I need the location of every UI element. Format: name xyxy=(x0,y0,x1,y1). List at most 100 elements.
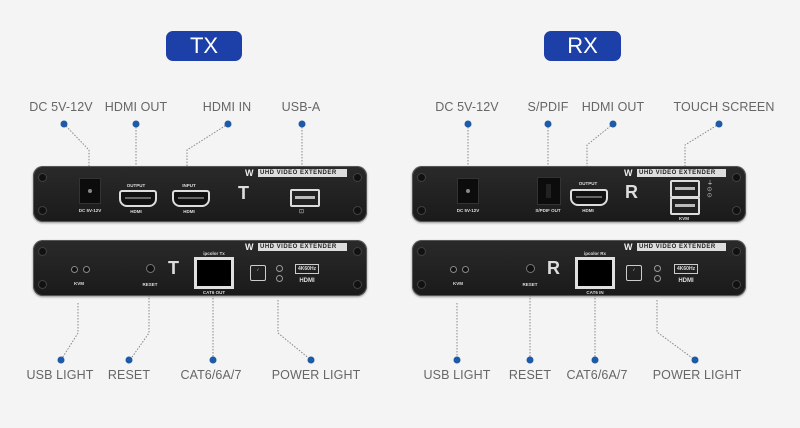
rx-dot-usb-light xyxy=(453,356,461,364)
screw xyxy=(732,173,741,182)
rx-label-dc: DC 5V-12V xyxy=(435,100,499,114)
tx-front-panel: W UHD VIDEO EXTENDER DC 5V-12V OUTPUT HD… xyxy=(33,166,367,222)
rx-label-cat6: CAT6/6A/7 xyxy=(566,368,628,382)
tx-label-cat6: CAT6/6A/7 xyxy=(180,368,242,382)
hdmi-logo-text: HDMI xyxy=(678,278,694,284)
dc-label: DC 5V-12V xyxy=(456,208,480,213)
rx-dot-cat6 xyxy=(591,356,599,364)
usb-led xyxy=(450,266,457,273)
hdmi-in-bottom-label: HDMI xyxy=(183,209,195,214)
kvm-label: KVM xyxy=(74,281,84,286)
power-led xyxy=(276,265,283,272)
screw xyxy=(732,206,741,215)
dc-jack xyxy=(457,178,479,204)
resolution-badge: 4K60Hz xyxy=(674,264,699,274)
brand-logo: W xyxy=(245,242,254,252)
rx-dot-reset xyxy=(526,356,534,364)
screw xyxy=(417,247,426,256)
rj45-port xyxy=(575,257,615,289)
tx-label-usb-a: USB-A xyxy=(281,100,321,114)
tx-dot-usb-a xyxy=(298,120,306,128)
screw xyxy=(353,280,362,289)
hdmi-out-port xyxy=(570,189,608,206)
brand-logo: W xyxy=(624,168,633,178)
brand-strip: UHD VIDEO EXTENDER xyxy=(258,243,347,251)
rx-label-usb-light: USB LIGHT xyxy=(423,368,491,382)
power-icon xyxy=(276,275,283,282)
rx-label-reset: RESET xyxy=(508,368,552,382)
rj45-port xyxy=(194,257,234,289)
dc-jack xyxy=(79,178,101,204)
hdmi-certified-icon: ✓ xyxy=(626,265,642,281)
usb-led xyxy=(83,266,90,273)
kvm-label: KVM xyxy=(453,281,463,286)
usb-icon: ⊡ xyxy=(299,209,305,215)
rj45-bottom-label: CAT6 OUT xyxy=(202,290,226,295)
tx-dot-hdmi-out xyxy=(132,120,140,128)
tx-badge: TX xyxy=(166,31,242,61)
reset-button xyxy=(146,264,155,273)
screw xyxy=(732,280,741,289)
hdmi-certified-icon: ✓ xyxy=(250,265,266,281)
tx-dot-cat6 xyxy=(209,356,217,364)
rx-badge: RX xyxy=(544,31,621,61)
hdmi-out-bottom-label: HDMI xyxy=(130,209,142,214)
hdmi-logo-text: HDMI xyxy=(299,278,315,284)
screw xyxy=(353,247,362,256)
tx-dot-usb-light xyxy=(57,356,65,364)
tx-label-reset: RESET xyxy=(107,368,151,382)
screw xyxy=(38,173,47,182)
rx-letter: R xyxy=(625,182,638,202)
hdmi-in-port xyxy=(172,190,210,207)
usb-a-port xyxy=(290,189,320,207)
tx-letter: T xyxy=(168,258,179,278)
tx-dot-hdmi-in xyxy=(224,120,232,128)
screw xyxy=(732,247,741,256)
screw xyxy=(417,173,426,182)
tx-label-dc: DC 5V-12V xyxy=(29,100,93,114)
screw xyxy=(417,206,426,215)
rj45-top-label: ipcolor Rx xyxy=(583,251,607,256)
rx-rear-panel: W UHD VIDEO EXTENDER KVM RESET R ipcolor… xyxy=(412,240,746,296)
tx-label-hdmi-in: HDMI IN xyxy=(202,100,252,114)
brand-strip: UHD VIDEO EXTENDER xyxy=(258,169,347,177)
usb-port-bottom xyxy=(670,197,700,215)
rx-letter: R xyxy=(547,258,560,278)
tx-letter: T xyxy=(238,183,249,203)
hdmi-out-top-label: OUTPUT xyxy=(126,183,146,188)
resolution-badge: 4K60Hz xyxy=(295,264,320,274)
power-led xyxy=(654,265,661,272)
screw xyxy=(38,247,47,256)
tx-label-power-light: POWER LIGHT xyxy=(271,368,361,382)
rx-dot-dc xyxy=(464,120,472,128)
spdif-label: S/PDIF OUT xyxy=(535,208,561,213)
reset-label: RESET xyxy=(522,282,538,287)
brand-logo: W xyxy=(624,242,633,252)
screw xyxy=(38,280,47,289)
tx-label-usb-light: USB LIGHT xyxy=(26,368,94,382)
rx-label-power-light: POWER LIGHT xyxy=(652,368,742,382)
brand-strip: UHD VIDEO EXTENDER xyxy=(637,243,726,251)
hdmi-out-bottom-label: HDMI xyxy=(582,208,594,213)
brand-strip: UHD VIDEO EXTENDER xyxy=(637,169,726,177)
rj45-bottom-label: CAT6 IN xyxy=(586,290,604,295)
hdmi-out-top-label: OUTPUT xyxy=(578,181,598,186)
tx-label-hdmi-out: HDMI OUT xyxy=(104,100,168,114)
usb-led xyxy=(462,266,469,273)
kvm-label: KVM xyxy=(679,216,689,221)
usb-port-top xyxy=(670,180,700,198)
rx-front-panel: W UHD VIDEO EXTENDER DC 5V-12V S/PDIF OU… xyxy=(412,166,746,222)
screw xyxy=(353,173,362,182)
reset-label: RESET xyxy=(142,282,158,287)
rx-label-touch-screen: TOUCH SCREEN xyxy=(673,100,775,114)
rx-dot-spdif xyxy=(544,120,552,128)
dc-label: DC 5V-12V xyxy=(78,208,102,213)
rx-dot-hdmi-out xyxy=(609,120,617,128)
tx-rear-panel: W UHD VIDEO EXTENDER KVM RESET T ipcolor… xyxy=(33,240,367,296)
screw xyxy=(38,206,47,215)
tx-dot-power-light xyxy=(307,356,315,364)
rx-label-spdif: S/PDIF xyxy=(527,100,569,114)
screw xyxy=(417,280,426,289)
brand-logo: W xyxy=(245,168,254,178)
rx-dot-touch-screen xyxy=(715,120,723,128)
